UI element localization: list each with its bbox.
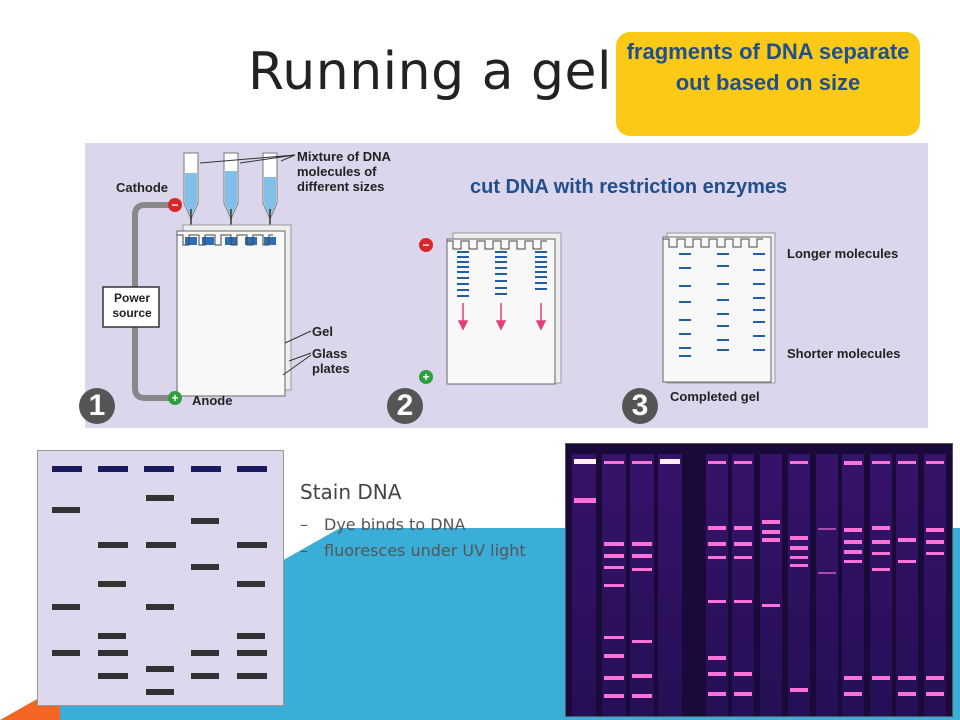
size-callout: fragments of DNA separate out based on s…: [616, 32, 920, 136]
anode-electrode: [168, 391, 182, 405]
step-2-badge: 2: [387, 388, 423, 424]
cathode-electrode-2: [419, 238, 433, 252]
anode-label: Anode: [192, 393, 233, 408]
stain-bullet-list: Stain DNA – Dye binds to DNA – fluoresce…: [300, 480, 574, 566]
stain-point: – Dye binds to DNA: [300, 514, 574, 536]
gel-slab: [176, 230, 286, 397]
restriction-caption: cut DNA with restriction enzymes: [470, 176, 788, 198]
anode-electrode-2: [419, 370, 433, 384]
separated-bands: [679, 253, 765, 357]
cathode-label: Cathode: [116, 180, 168, 195]
gel-label: Gel: [312, 324, 333, 339]
stain-heading: Stain DNA: [300, 480, 402, 504]
uv-gel-photo: [565, 443, 953, 717]
stain-point-text: Dye binds to DNA: [324, 515, 466, 534]
longer-molecules-label: Longer molecules: [787, 246, 899, 261]
step-1-badge: 1: [79, 388, 115, 424]
stain-point: – fluoresces under UV light: [300, 540, 574, 562]
fluorescent-bands: [574, 459, 944, 698]
power-source-box: [102, 286, 160, 328]
svg-text:−: −: [171, 198, 178, 212]
cathode-electrode: [168, 198, 182, 212]
stain-point-text: fluoresces under UV light: [324, 541, 526, 560]
pipettes: [183, 152, 278, 221]
step-3-badge: 3: [622, 388, 658, 424]
schematic-gel-bands: [52, 466, 267, 695]
shorter-molecules-label: Shorter molecules: [787, 346, 901, 361]
uv-gel-photo-art: [566, 444, 952, 716]
completed-gel-label: Completed gel: [670, 389, 760, 404]
svg-text:+: +: [171, 391, 178, 405]
migration-arrows: [457, 303, 547, 331]
diagram-artwork: − + − +: [102, 152, 776, 405]
glass-plates-label: Glass plates: [312, 346, 350, 376]
schematic-gel: [37, 450, 284, 706]
power-source-label: Power source: [112, 291, 152, 320]
bullet-dash: –: [300, 515, 308, 534]
mixture-label: Mixture of DNA molecules of different si…: [297, 149, 391, 194]
svg-text:−: −: [422, 238, 429, 252]
migrating-bands: [457, 251, 547, 297]
svg-text:+: +: [422, 370, 429, 384]
slide-title: Running a gel: [248, 42, 612, 102]
bullet-dash: –: [300, 541, 308, 560]
